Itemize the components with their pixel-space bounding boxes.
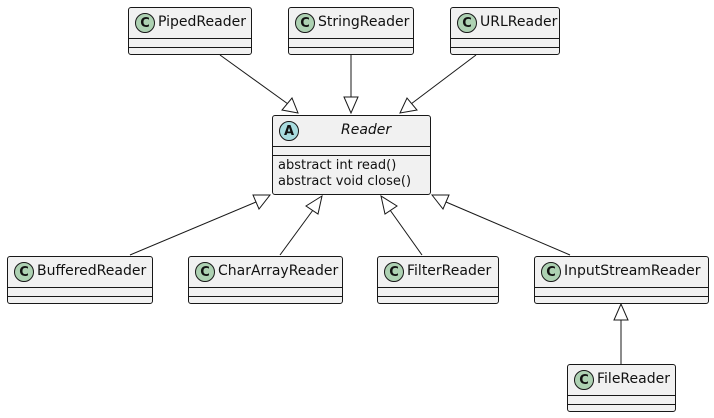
methods-compartment	[378, 296, 498, 305]
edge-inputstreamreader-reader	[445, 201, 571, 256]
class-stereotype-icon: C	[574, 370, 594, 390]
edge-chararrayreader-reader	[279, 209, 314, 256]
class-filterreader[interactable]: C FilterReader	[377, 256, 499, 304]
inheritance-arrowhead	[252, 194, 272, 210]
class-chararrayreader[interactable]: C CharArrayReader	[188, 256, 343, 304]
class-reader-abstract[interactable]: A Reader abstract int read() abstract vo…	[272, 115, 431, 195]
class-urlreader[interactable]: C URLReader	[450, 7, 560, 55]
class-stringreader[interactable]: C StringReader	[288, 7, 414, 55]
class-pipedreader[interactable]: C PipedReader	[128, 7, 252, 55]
methods-compartment	[8, 296, 152, 305]
attributes-compartment	[378, 287, 498, 296]
abstract-stereotype-icon: A	[279, 121, 299, 141]
methods-compartment	[568, 404, 675, 413]
inheritance-arrowhead	[430, 194, 450, 210]
attributes-compartment	[273, 146, 430, 155]
class-stereotype-icon: C	[457, 13, 477, 33]
class-stereotype-icon: C	[295, 13, 315, 33]
attributes-compartment	[8, 287, 152, 296]
class-inputstreamreader[interactable]: C InputStreamReader	[534, 256, 709, 304]
class-stereotype-icon: C	[14, 262, 34, 282]
class-bufferedreader[interactable]: C BufferedReader	[7, 256, 153, 304]
attributes-compartment	[451, 38, 559, 47]
methods-compartment	[451, 47, 559, 56]
class-name: FileReader	[597, 371, 670, 387]
class-name: InputStreamReader	[564, 263, 701, 279]
attributes-compartment	[568, 395, 675, 404]
method-close: abstract void close()	[278, 174, 412, 189]
methods-compartment	[289, 47, 413, 56]
inheritance-arrowhead	[613, 302, 629, 321]
attributes-compartment	[189, 287, 342, 296]
edge-bufferedreader-reader	[129, 201, 257, 256]
class-name: URLReader	[480, 14, 558, 30]
class-name: Reader	[341, 122, 392, 138]
methods-compartment	[535, 296, 708, 305]
attributes-compartment	[535, 287, 708, 296]
edge-urlreader-reader	[410, 54, 477, 105]
inheritance-arrowhead	[343, 96, 359, 115]
attributes-compartment	[129, 38, 251, 47]
inheritance-arrowhead	[399, 97, 418, 114]
method-read: abstract int read()	[278, 158, 397, 173]
attributes-compartment	[289, 38, 413, 47]
class-stereotype-icon: C	[195, 262, 215, 282]
class-stereotype-icon: C	[384, 262, 404, 282]
inheritance-arrowhead	[281, 97, 299, 114]
edge-pipedreader-reader	[219, 54, 289, 105]
class-stereotype-icon: C	[135, 13, 155, 33]
methods-compartment: abstract int read() abstract void close(…	[273, 155, 430, 190]
class-name: FilterReader	[407, 263, 492, 279]
class-name: PipedReader	[158, 14, 246, 30]
class-name: StringReader	[318, 14, 410, 30]
edge-filterreader-reader	[389, 209, 423, 256]
inheritance-arrowhead	[305, 194, 323, 215]
methods-compartment	[129, 47, 251, 56]
inheritance-arrowhead	[380, 194, 398, 215]
class-filereader[interactable]: C FileReader	[567, 364, 676, 412]
class-name: CharArrayReader	[218, 263, 339, 279]
class-name: BufferedReader	[37, 263, 147, 279]
class-stereotype-icon: C	[541, 262, 561, 282]
methods-compartment	[189, 296, 342, 305]
